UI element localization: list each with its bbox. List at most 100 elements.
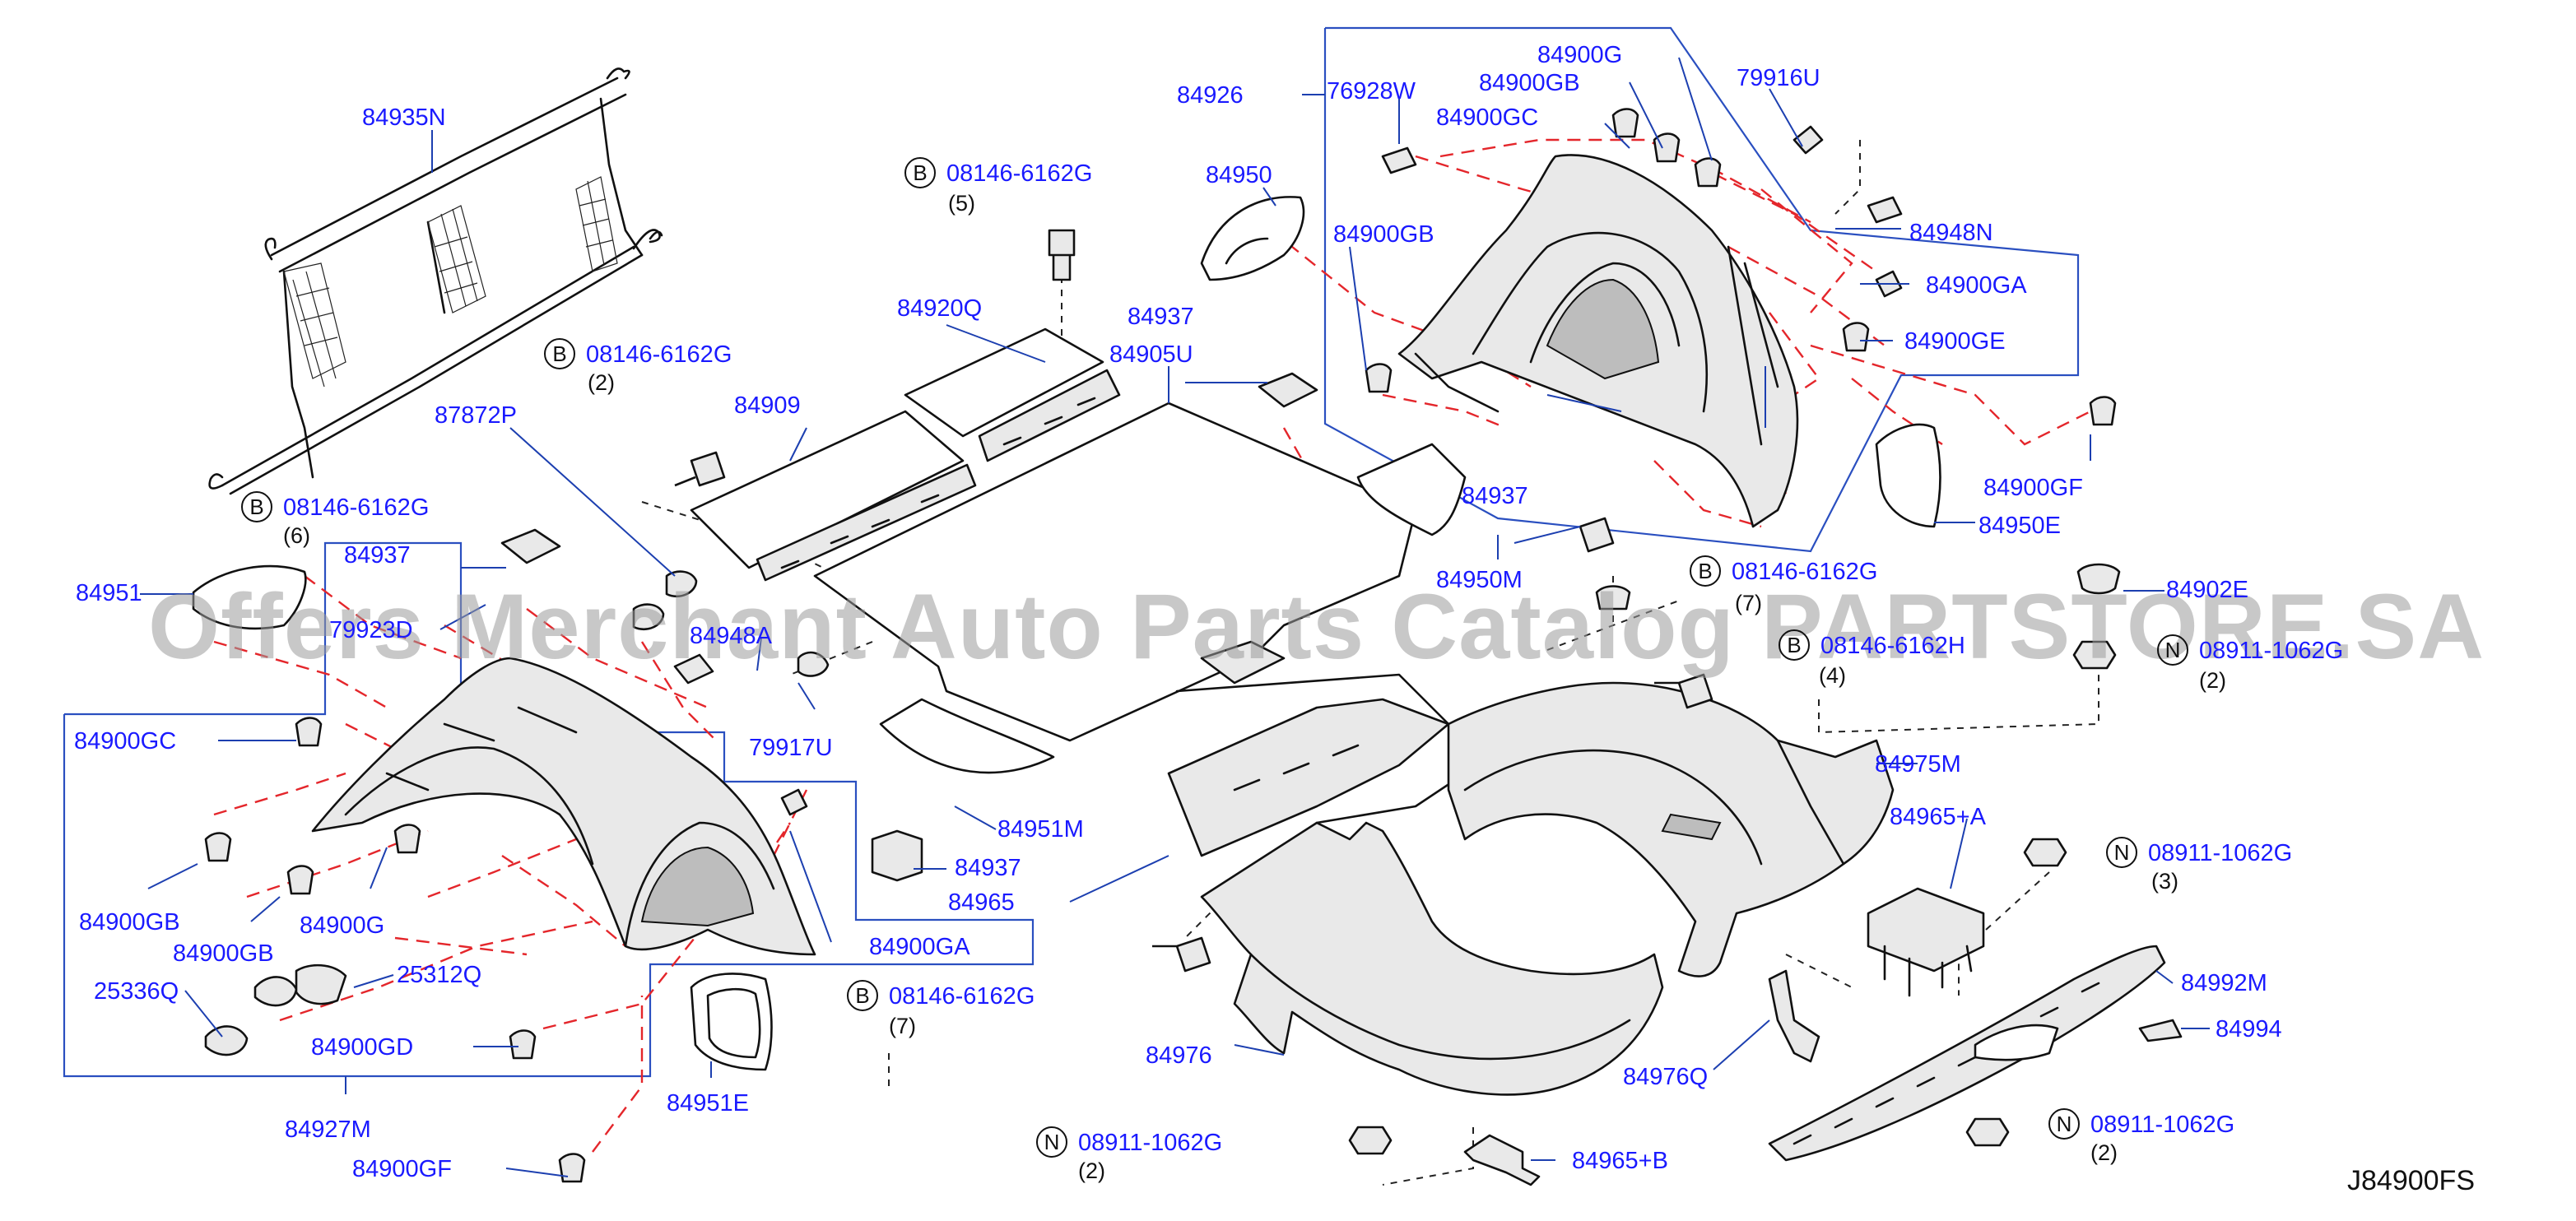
part-label-84927m[interactable]: 84927M (285, 1117, 371, 1143)
part-label-84994[interactable]: 84994 (2216, 1016, 2282, 1042)
callout-n-08911-1062g-3[interactable]: N 08911-1062G (3) (2106, 837, 2292, 894)
sill-plate-84992m (1768, 945, 2166, 1162)
floor-board-84920q (904, 327, 1121, 462)
part-label-84948n[interactable]: 84948N (1909, 220, 1993, 246)
floor-board-84905u (813, 402, 1417, 742)
clip-84994 (2138, 1019, 2183, 1042)
side-panel-84951e (690, 973, 773, 1071)
part-label-84965-a[interactable]: 84965+A (1890, 804, 1987, 830)
callout-symbol: N (2165, 638, 2181, 662)
part-label-84992m[interactable]: 84992M (2181, 970, 2267, 996)
callout-symbol: B (913, 160, 927, 185)
callout-number: 08146-6162G (283, 494, 429, 521)
callout-symbol: N (2057, 1112, 2072, 1136)
callout-b-08146-6162g-7b[interactable]: B 08146-6162G (7) (847, 980, 1035, 1038)
callout-number: 08146-6162H (1820, 633, 1965, 659)
part-label-84909[interactable]: 84909 (734, 392, 801, 419)
callout-qty: (3) (2151, 869, 2178, 894)
callout-b-08146-6162g-6[interactable]: B 08146-6162G (6) (241, 491, 429, 548)
part-label-84926[interactable]: 84926 (1177, 82, 1244, 109)
part-label-84905u[interactable]: 84905U (1109, 341, 1193, 368)
part-label-84951e[interactable]: 84951E (667, 1090, 749, 1117)
part-label-79916u[interactable]: 79916U (1737, 65, 1820, 91)
part-label-84950[interactable]: 84950 (1206, 162, 1272, 188)
callout-qty: (2) (588, 370, 615, 395)
callout-number: 08146-6162G (946, 160, 1092, 187)
part-label-84900gb-mid[interactable]: 84900GB (1333, 221, 1434, 248)
callout-qty: (5) (948, 191, 975, 216)
part-label-84965[interactable]: 84965 (948, 889, 1015, 916)
callout-symbol: B (552, 341, 566, 366)
part-label-79917u[interactable]: 79917U (749, 735, 833, 761)
part-label-87872p[interactable]: 87872P (435, 402, 517, 429)
part-label-79923d[interactable]: 79923D (329, 617, 413, 643)
callout-number: 08146-6162G (586, 341, 732, 368)
callout-qty: (7) (1735, 591, 1762, 615)
callout-n-08911-1062g-2a[interactable]: N 08911-1062G (2) (2157, 634, 2343, 693)
callout-number: 08146-6162G (1732, 559, 1877, 585)
part-label-84975m[interactable]: 84975M (1875, 751, 1961, 778)
part-label-84900gf-low[interactable]: 84900GF (352, 1156, 452, 1182)
cargo-net-84935n (208, 67, 663, 495)
tire-well-84975m (1447, 681, 1895, 977)
part-label-84900gb-top[interactable]: 84900GB (1479, 70, 1580, 96)
callout-b-08146-6162h-4[interactable]: B 08146-6162H (4) (1779, 629, 1965, 688)
part-label-84937-top[interactable]: 84937 (1128, 304, 1194, 330)
callout-qty: (6) (283, 523, 310, 548)
part-label-84951m[interactable]: 84951M (997, 816, 1084, 843)
callout-n-08911-1062g-2c[interactable]: N 08911-1062G (2) (1036, 1126, 1222, 1183)
part-label-84976q[interactable]: 84976Q (1623, 1064, 1708, 1090)
part-label-84902e[interactable]: 84902E (2166, 577, 2248, 603)
part-label-84900ga-low[interactable]: 84900GA (869, 934, 970, 960)
part-label-84937-mid[interactable]: 84937 (1462, 483, 1528, 509)
callout-symbol: B (855, 983, 869, 1008)
bracket-84976q (1768, 969, 1820, 1063)
part-label-84937-low[interactable]: 84937 (955, 855, 1021, 881)
part-label-84900gb-low2[interactable]: 84900GB (173, 940, 274, 967)
part-label-84976[interactable]: 84976 (1146, 1042, 1212, 1069)
part-label-84965-b[interactable]: 84965+B (1572, 1148, 1668, 1174)
part-label-84900gb-low1[interactable]: 84900GB (79, 909, 180, 935)
part-label-84900ga-right[interactable]: 84900GA (1926, 272, 2027, 299)
part-label-84950m[interactable]: 84950M (1436, 567, 1523, 593)
callout-qty: (2) (2090, 1140, 2118, 1165)
part-label-84900gf-right[interactable]: 84900GF (1983, 475, 2083, 501)
part-label-76928w[interactable]: 76928W (1327, 78, 1416, 104)
part-label-84900g-low[interactable]: 84900G (300, 912, 384, 939)
fastener-group (204, 108, 2121, 1183)
part-labels: 84935N 84926 76928W 84900G 84900GB 84900… (74, 42, 2282, 1182)
part-label-25312q[interactable]: 25312Q (397, 962, 481, 988)
part-label-84900gc-top[interactable]: 84900GC (1436, 104, 1538, 131)
part-label-84937-left[interactable]: 84937 (344, 542, 411, 569)
part-label-84920q[interactable]: 84920Q (897, 295, 982, 322)
callout-number: 08911-1062G (1078, 1130, 1222, 1156)
callout-qty: (7) (889, 1014, 916, 1038)
callout-number: 08911-1062G (2148, 840, 2292, 866)
part-label-84951[interactable]: 84951 (76, 580, 142, 606)
part-label-84948a[interactable]: 84948A (690, 623, 773, 649)
callout-symbol: B (1787, 633, 1801, 657)
callout-b-08146-6162g-5[interactable]: B 08146-6162G (5) (904, 157, 1092, 216)
side-panel-84950m (1356, 443, 1467, 536)
callout-b-08146-6162g-7a[interactable]: B 08146-6162G (7) (1690, 555, 1877, 615)
part-label-84935n[interactable]: 84935N (362, 104, 446, 131)
callout-number: 08911-1062G (2199, 638, 2343, 664)
callout-symbol: B (249, 494, 263, 519)
part-label-84900ge[interactable]: 84900GE (1904, 328, 2006, 355)
callout-b-08146-6162g-2[interactable]: B 08146-6162G (2) (544, 338, 732, 395)
leader-lines (140, 57, 2210, 1177)
part-label-84900gd[interactable]: 84900GD (311, 1034, 413, 1061)
callout-symbol: N (2114, 840, 2130, 865)
part-label-84950e[interactable]: 84950E (1978, 513, 2061, 539)
side-panel-84950e (1875, 423, 1941, 528)
bracket-84965-b (1463, 1134, 1541, 1186)
callout-symbol: B (1698, 559, 1712, 583)
callout-n-08911-1062g-2b[interactable]: N 08911-1062G (2) (2048, 1108, 2234, 1165)
assembly-frame-84927m (63, 541, 1035, 1078)
callout-symbol: N (1044, 1130, 1060, 1154)
part-label-84900gc-left[interactable]: 84900GC (74, 728, 176, 754)
part-label-25336q[interactable]: 25336Q (94, 978, 179, 1005)
floor-board-84909 (690, 410, 977, 582)
part-label-84900g-top[interactable]: 84900G (1537, 42, 1622, 68)
callout-qty: (2) (1078, 1158, 1105, 1183)
